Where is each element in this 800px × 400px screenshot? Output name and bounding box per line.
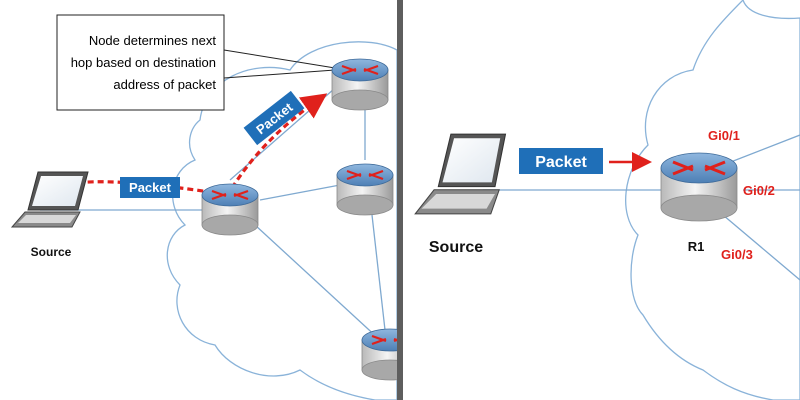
- source-label: Source: [429, 239, 483, 256]
- link-gi0-1: [722, 134, 800, 166]
- interface-gi0-3: Gi0/3: [721, 247, 753, 262]
- left-panel-hop-by-hop: Node determines next hop based on destin…: [0, 0, 397, 400]
- packet-label: Packet: [519, 148, 603, 174]
- router-label: R1: [688, 239, 705, 254]
- right-panel-router-interfaces: Packet Source R1 Gi0/1 Gi0/2 Gi0/3: [403, 0, 800, 400]
- svg-text:Packet: Packet: [535, 154, 587, 171]
- link-mid-to-bottom: [371, 214, 386, 331]
- callout-line-1: Node determines next: [89, 33, 217, 48]
- link-router-to-bottom-router: [254, 224, 381, 341]
- callout-line-2: hop based on destination: [71, 55, 216, 70]
- router-icon: [201, 183, 259, 236]
- packet-path-segment-2: [230, 93, 328, 189]
- svg-text:Packet: Packet: [129, 180, 172, 195]
- source-label: Source: [31, 245, 72, 259]
- link-gi0-3: [722, 214, 800, 281]
- interface-gi0-2: Gi0/2: [743, 183, 775, 198]
- packet-label: Packet: [120, 177, 180, 198]
- callout-line-3: address of packet: [113, 77, 216, 92]
- laptop-icon: [414, 133, 507, 215]
- laptop-icon: [10, 171, 89, 228]
- panel-divider: [397, 0, 403, 400]
- router-icon: [331, 58, 389, 111]
- router-icon: [361, 328, 397, 381]
- router-icon: [336, 163, 394, 216]
- link-router-to-mid-router: [259, 184, 341, 201]
- callout: Node determines next hop based on destin…: [56, 14, 336, 111]
- router-icon: [660, 152, 738, 222]
- interface-gi0-1: Gi0/1: [708, 128, 740, 143]
